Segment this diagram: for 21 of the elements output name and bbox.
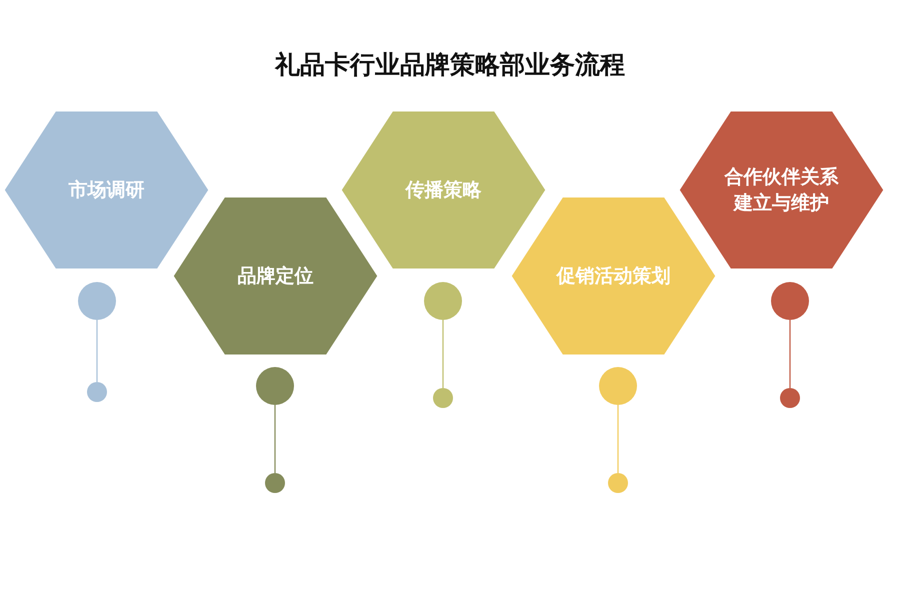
large-circle — [599, 367, 637, 405]
large-circle — [256, 367, 294, 405]
diagram-title: 礼品卡行业品牌策略部业务流程 — [275, 49, 625, 81]
large-circle — [771, 282, 809, 320]
connector-line — [274, 405, 276, 473]
connector-line — [617, 405, 619, 473]
small-circle — [265, 473, 285, 493]
hexagon-label: 合作伙伴关系建立与维护 — [723, 165, 840, 216]
hexagon-label: 传播策略 — [404, 178, 482, 203]
large-circle — [424, 282, 462, 320]
hexagon-label: 市场调研 — [68, 178, 146, 203]
small-circle — [87, 382, 107, 402]
connector-line — [96, 320, 98, 382]
hexagon-label: 品牌定位 — [236, 264, 314, 289]
hexagon-label: 促销活动策划 — [555, 264, 672, 289]
large-circle — [78, 282, 116, 320]
connector-line — [789, 320, 791, 388]
connector-line — [442, 320, 444, 388]
small-circle — [608, 473, 628, 493]
small-circle — [780, 388, 800, 408]
small-circle — [433, 388, 453, 408]
